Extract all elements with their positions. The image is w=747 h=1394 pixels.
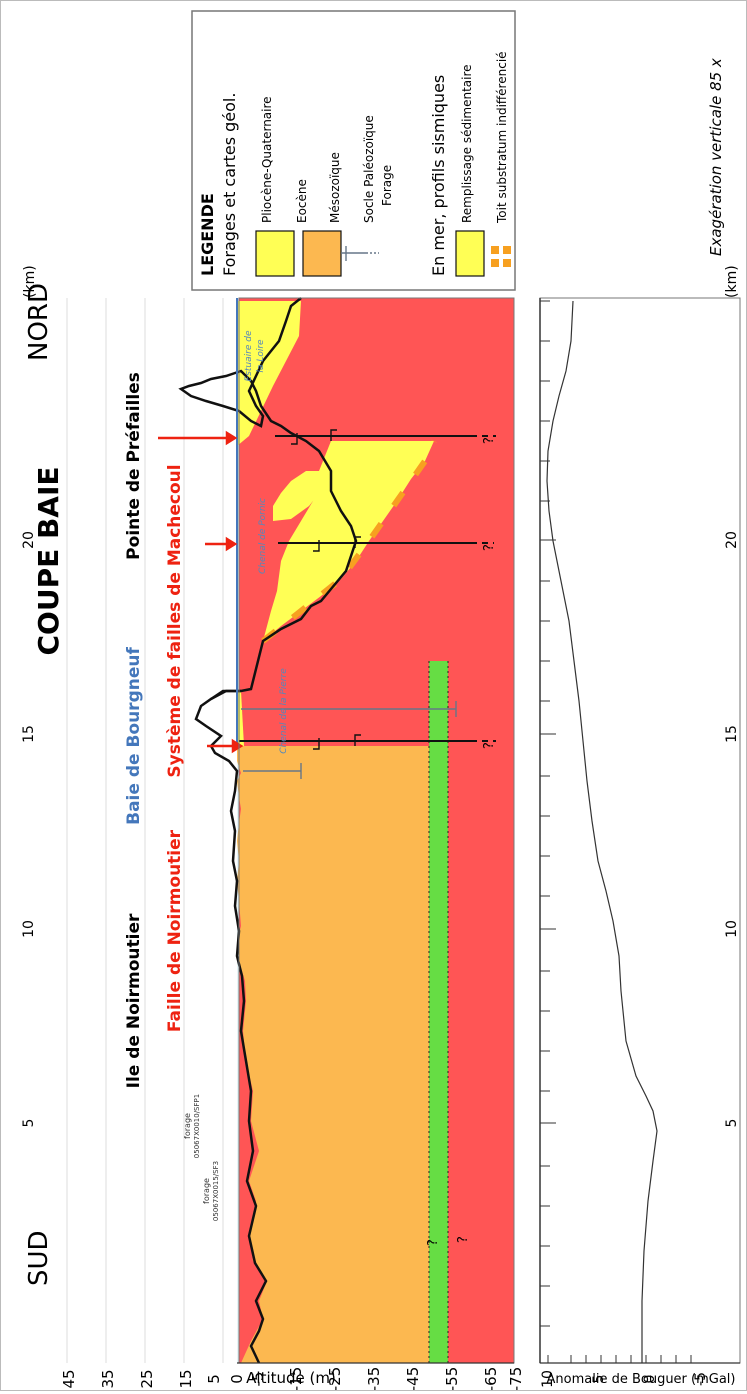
gravity-tick: -5	[693, 1372, 709, 1386]
topography-line	[178, 297, 358, 1364]
legend-label-eocene: Eocène	[295, 179, 309, 223]
direction-north: NORD	[24, 283, 54, 361]
fault-noirmoutier-label: Faille de Noirmoutier	[165, 829, 185, 1032]
km-tick-10: 10	[21, 920, 37, 938]
legend: LEGENDE Forages et cartes géol. Pliocène…	[191, 10, 516, 291]
channel-loire-1: Estuaire de	[244, 330, 254, 381]
legend-swatch-eocene	[302, 230, 342, 277]
legend-section2: En mer, profils sismiques	[429, 75, 448, 276]
altitude-tick: -55	[443, 1367, 461, 1390]
pliocene-pornic	[273, 471, 331, 521]
fault-machecoul-label: Système de failles de Machecoul	[165, 464, 185, 777]
gravity-profile: 10 5 0 -5 (km) 5 10 15 20	[539, 265, 741, 1388]
altitude-axis: 45 35 25 15 5 0 -5 -15 -25 -35 -45 -55 -…	[60, 1362, 525, 1391]
bathymetry-pornic	[210, 689, 241, 701]
faults	[239, 435, 496, 742]
fault-motion-arrows	[291, 429, 361, 750]
altitude-tick: -75	[507, 1367, 525, 1390]
altitude-tick: 15	[177, 1369, 195, 1388]
altitude-tick: -15	[287, 1367, 305, 1390]
mesozoic-layer	[429, 661, 448, 1363]
legend-section1: Forages et cartes géol.	[220, 93, 239, 276]
direction-south: SUD	[24, 1230, 54, 1286]
legend-label-forage: Forage	[380, 165, 394, 206]
gravity-km-tick: 15	[724, 725, 740, 743]
rotated-text: COUPE BAIE SUD NORD (km) 5 10 15 20 Ile …	[21, 58, 725, 1286]
place-prefailles: Pointe de Préfailles	[124, 372, 144, 560]
fault-indicators	[158, 430, 244, 754]
borehole-1-line2: 05067X0015/SF3	[212, 1161, 220, 1221]
altitude-tick: -65	[482, 1367, 500, 1390]
uncertainty-mark: ?	[482, 544, 497, 551]
legend-label-fill: Remplissage sédimentaire	[460, 64, 474, 223]
gravity-tick: 10	[540, 1370, 556, 1388]
gravity-km-tick: 5	[724, 1119, 740, 1128]
legend-label-pliocene: Pliocène-Quaternaire	[260, 96, 274, 223]
borehole-1-line1: forage	[202, 1178, 211, 1204]
vertical-exaggeration: Exagération verticale 85 x	[707, 58, 725, 256]
borehole-2-line1: forage	[183, 1113, 192, 1139]
altitude-tick: 5	[205, 1374, 223, 1384]
legend-swatch-fill	[455, 230, 485, 277]
eocene-layer	[237, 746, 429, 1363]
place-noirmoutier: Ile de Noirmoutier	[124, 913, 144, 1088]
boreholes	[241, 701, 457, 779]
gravity-tick: 0	[642, 1375, 658, 1384]
uncertainty-mark: ?	[482, 742, 497, 749]
altitude-tick: -5	[249, 1372, 267, 1387]
gravity-km-tick: 10	[724, 920, 740, 938]
km-tick-20: 20	[21, 531, 37, 549]
legend-label-substratum: Toit substratum indifférencié	[495, 51, 509, 224]
altitude-tick: 0	[228, 1374, 246, 1384]
gravity-tick: 5	[591, 1375, 607, 1384]
cross-section	[66, 297, 515, 1364]
uncertainty-mark: ?	[482, 437, 497, 444]
channel-pornic: Chenal de Pornic	[258, 498, 268, 574]
km-tick-5: 5	[21, 1119, 37, 1128]
channel-la-pierre: Chenal de la Pierre	[279, 668, 289, 754]
altitude-axis-label: Altitude (m)	[246, 1369, 336, 1387]
borehole-icon	[341, 246, 379, 261]
km-tick-15: 15	[21, 725, 37, 743]
legend-label-mesozoic: Mésozoïque	[328, 152, 342, 223]
km-unit-top: (km)	[22, 265, 38, 298]
uncertainty-mark: ?	[426, 1239, 441, 1246]
legend-substratum-dash	[491, 246, 511, 267]
legend-swatch-pliocene	[255, 230, 295, 277]
altitude-tick: 45	[60, 1369, 78, 1388]
pliocene-loire	[237, 301, 301, 446]
channel-loire-2: la Loire	[256, 339, 266, 373]
altitude-tick: -35	[365, 1367, 383, 1390]
borehole-2-line2: 05067X0010/SFP1	[193, 1094, 201, 1158]
place-bourgneuf: Baie de Bourgneuf	[124, 647, 144, 825]
legend-title: LEGENDE	[198, 193, 217, 276]
altitude-tick: 35	[99, 1369, 117, 1388]
bouguer-anomaly-curve	[546, 300, 658, 1363]
gravity-km-tick: 20	[724, 531, 740, 549]
gravity-axis-label: Anomalie de Bouguer (mGal)	[547, 1372, 736, 1387]
figure-title: COUPE BAIE	[32, 466, 65, 655]
substratum-top-line	[261, 439, 437, 644]
legend-label-paleozoic: Socle Paléozoïque	[362, 115, 376, 223]
gravity-km-unit: (km)	[724, 265, 740, 298]
uncertainty-mark: ?	[456, 1236, 471, 1243]
pliocene-bourgneuf	[263, 441, 434, 641]
altitude-tick: 25	[138, 1369, 156, 1388]
altitude-tick: -25	[326, 1367, 344, 1390]
altitude-tick: -45	[404, 1367, 422, 1390]
